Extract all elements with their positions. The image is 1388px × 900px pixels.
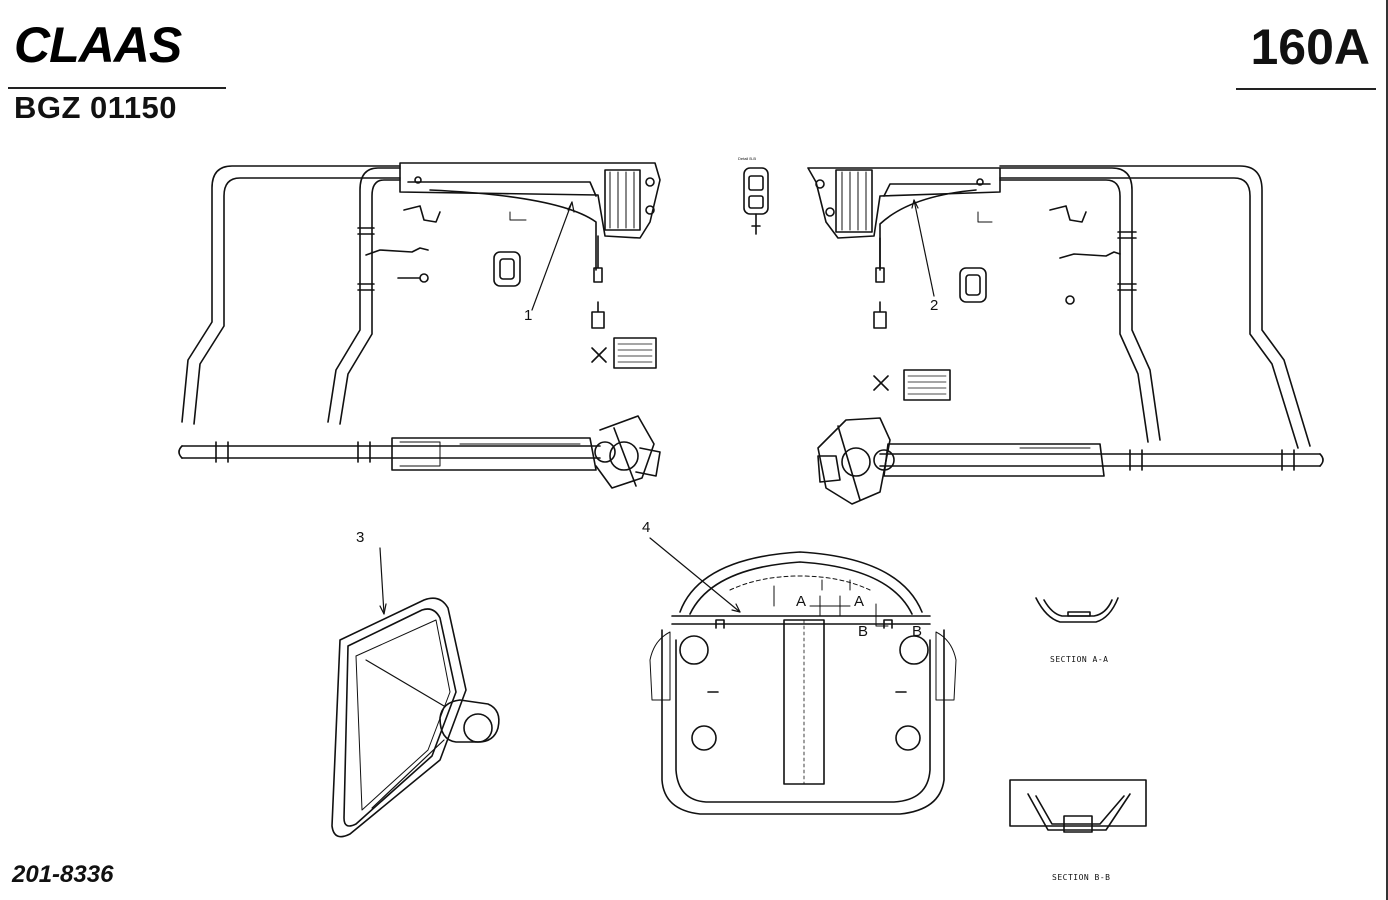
- model-code: BGZ 01150: [14, 90, 178, 125]
- callout-1: 1: [524, 307, 532, 324]
- drawing-labels: 1 2 3 4 A A B B SECTION A-A SECTION B-B: [356, 297, 1110, 882]
- left-mirror-arm-side: [178, 415, 661, 489]
- left-mirror-arm-top: [181, 162, 661, 425]
- header-rule-left: [8, 87, 226, 89]
- logo-wordmark: CLAAS: [14, 20, 182, 68]
- header-rule-right: [1236, 88, 1376, 90]
- section-b-b-drawing: [1009, 779, 1147, 833]
- part-number: 201-8336: [12, 861, 114, 888]
- page-number: 160A: [1250, 19, 1370, 75]
- section-b-b-label: SECTION B-B: [1052, 873, 1110, 882]
- callout-2: 2: [930, 297, 938, 314]
- right-mirror-arm-side: [817, 417, 1324, 505]
- svg-text:Detail B-B: Detail B-B: [738, 156, 756, 161]
- page-border: [1386, 0, 1388, 900]
- right-mirror-arm-top: [807, 165, 1311, 449]
- mirror-assembly: [331, 547, 500, 838]
- detail-mark-a-right: A: [854, 593, 864, 610]
- center-detail: Detail B-B: [738, 156, 769, 235]
- section-a-a-drawing: [1035, 597, 1119, 623]
- callout-4: 4: [642, 519, 650, 536]
- section-a-a-label: SECTION A-A: [1050, 655, 1108, 664]
- detail-mark-b-left: B: [858, 623, 868, 640]
- cab-front-view: [649, 537, 957, 815]
- detail-mark-b-right: B: [912, 623, 922, 640]
- callout-3: 3: [356, 529, 364, 546]
- claas-logo: CLAAS: [14, 20, 183, 68]
- detail-mark-a-left: A: [796, 593, 806, 610]
